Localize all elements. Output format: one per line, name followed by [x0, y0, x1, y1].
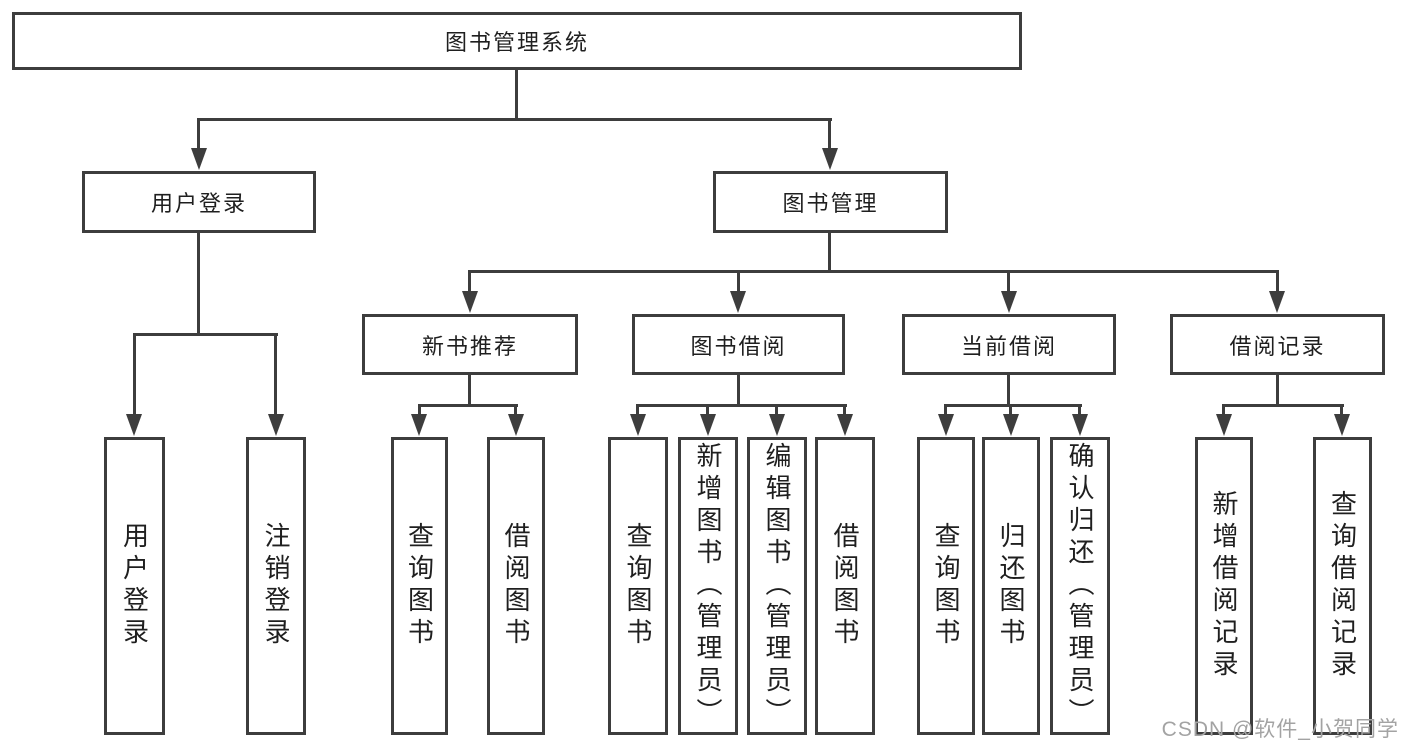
- arrowhead-bb-add: [700, 414, 716, 436]
- leaf-borrowing-edit-books-admin: 编辑图书（管理员）: [747, 437, 807, 735]
- connector-drop-user-login: [197, 118, 200, 150]
- connector-drop-bb-add: [706, 404, 709, 416]
- leaf-borrowing-add-books-admin: 新增图书（管理员）: [678, 437, 738, 735]
- connector-root-stub: [515, 70, 518, 120]
- node-current-borrowing-label: 当前借阅: [960, 333, 1057, 359]
- arrowhead-leaf-logout: [268, 414, 284, 436]
- connector-drop-bb-borrow: [843, 404, 846, 416]
- node-user-login-label: 用户登录: [150, 191, 247, 216]
- arrowhead-book-management: [822, 148, 838, 170]
- arrowhead-cb-query: [938, 414, 954, 436]
- leaf-current-confirm-return-admin: 确认归还（管理员）: [1050, 437, 1110, 735]
- connector-records-rail: [1222, 404, 1344, 407]
- connector-drop-new-book: [468, 270, 471, 293]
- node-book-management-label: 图书管理: [782, 191, 879, 216]
- connector-borrowing-stub: [737, 375, 740, 406]
- arrowhead-bb-edit: [769, 414, 785, 436]
- leaf-borrowing-query-books: 查询图书: [608, 437, 668, 735]
- arrowhead-bb-borrow: [837, 414, 853, 436]
- connector-current-stub: [1007, 375, 1010, 406]
- leaf-user-login: 用户登录: [104, 437, 165, 735]
- connector-newbook-stub: [468, 375, 471, 406]
- connector-drop-book-borrowing: [737, 270, 740, 293]
- leaf-records-query-record: 查询借阅记录: [1313, 437, 1372, 735]
- leaf-recommend-query-books: 查询图书: [391, 437, 448, 735]
- connector-drop-book-management: [828, 118, 831, 150]
- connector-records-stub: [1276, 375, 1279, 406]
- node-book-management: 图书管理: [713, 171, 948, 233]
- leaf-borrowing-borrow-books: 借阅图书: [815, 437, 875, 735]
- connector-root-rail: [198, 118, 832, 121]
- node-library-system-label: 图书管理系统: [444, 30, 589, 55]
- arrowhead-new-book: [462, 291, 478, 313]
- connector-drop-leaf-logout: [274, 333, 277, 415]
- arrowhead-borrowing-records: [1269, 291, 1285, 313]
- connector-userlogin-stub: [197, 233, 200, 335]
- arrowhead-rec-borrow: [508, 414, 524, 436]
- connector-current-rail: [944, 404, 1082, 407]
- arrowhead-current-borrowing: [1001, 291, 1017, 313]
- arrowhead-br-query: [1334, 414, 1350, 436]
- connector-drop-br-query: [1340, 404, 1343, 416]
- arrowhead-bb-query: [630, 414, 646, 436]
- connector-drop-rec-borrow: [514, 404, 517, 416]
- leaf-current-query-books: 查询图书: [917, 437, 975, 735]
- connector-drop-cb-query: [944, 404, 947, 416]
- arrowhead-book-borrowing: [730, 291, 746, 313]
- leaf-current-return-books: 归还图书: [982, 437, 1040, 735]
- leaf-logout: 注销登录: [246, 437, 306, 735]
- node-borrowing-records: 借阅记录: [1170, 314, 1385, 375]
- node-book-borrowing: 图书借阅: [632, 314, 845, 375]
- arrowhead-rec-query: [411, 414, 427, 436]
- arrowhead-cb-return: [1003, 414, 1019, 436]
- connector-drop-leaf-user-login: [133, 333, 136, 415]
- connector-bookmgmt-stub: [828, 233, 831, 272]
- node-library-system: 图书管理系统: [12, 12, 1022, 70]
- node-current-borrowing: 当前借阅: [902, 314, 1116, 375]
- connector-userlogin-rail: [133, 333, 278, 336]
- connector-drop-rec-query: [418, 404, 421, 416]
- connector-newbook-rail: [418, 404, 518, 407]
- connector-drop-current-borrowing: [1007, 270, 1010, 293]
- arrowhead-leaf-user-login: [126, 414, 142, 436]
- connector-drop-borrowing-records: [1276, 270, 1279, 293]
- leaf-records-add-record: 新增借阅记录: [1195, 437, 1253, 735]
- arrowhead-cb-confirm: [1072, 414, 1088, 436]
- node-new-book-recommend-label: 新书推荐: [421, 333, 518, 359]
- node-book-borrowing-label: 图书借阅: [690, 333, 787, 359]
- node-user-login: 用户登录: [82, 171, 316, 233]
- leaf-recommend-borrow-books: 借阅图书: [487, 437, 545, 735]
- connector-drop-cb-confirm: [1078, 404, 1081, 416]
- connector-borrowing-rail: [636, 404, 847, 407]
- arrowhead-user-login: [191, 148, 207, 170]
- connector-drop-cb-return: [1009, 404, 1012, 416]
- connector-drop-br-add: [1222, 404, 1225, 416]
- node-borrowing-records-label: 借阅记录: [1229, 333, 1326, 359]
- csdn-watermark: CSDN @软件_小贺同学: [1161, 718, 1399, 741]
- connector-bookmgmt-rail: [468, 270, 1279, 273]
- connector-drop-bb-query: [636, 404, 639, 416]
- arrowhead-br-add: [1216, 414, 1232, 436]
- connector-drop-bb-edit: [775, 404, 778, 416]
- node-new-book-recommend: 新书推荐: [362, 314, 578, 375]
